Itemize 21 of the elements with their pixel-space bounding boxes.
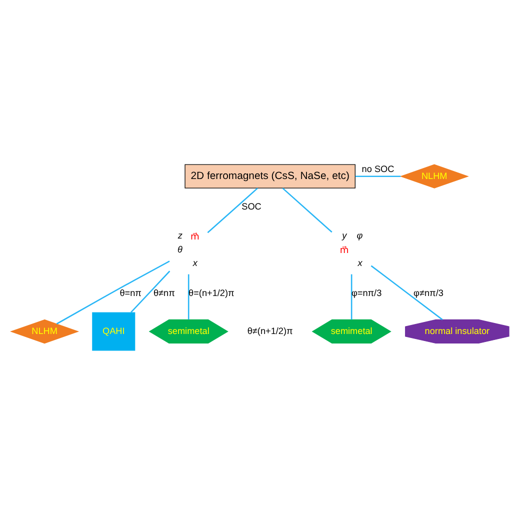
connector: [350, 274, 352, 320]
edge-label: no SOC: [362, 164, 394, 174]
connector: [207, 188, 258, 234]
connector: [370, 265, 443, 320]
edge-label: SOC: [242, 202, 262, 212]
connector: [188, 274, 190, 320]
node-diamond: NLHM: [10, 319, 80, 344]
connector: [56, 260, 170, 324]
connector: [282, 188, 332, 233]
edge-label: φ≠nπ/3: [414, 288, 444, 298]
label: θ≠(n+1/2)π: [247, 326, 293, 336]
edge-label: θ≠nπ: [153, 288, 175, 298]
node-box: 2D ferromagnets (CsS, NaSe, etc): [184, 164, 356, 188]
edge-label: θ=(n+1/2)π: [188, 288, 234, 298]
node-text: z m⃗ θ x: [178, 230, 200, 268]
node-text: y φ m⃗ x: [340, 230, 363, 268]
node-diamond: NLHM: [400, 164, 469, 188]
node-box: QAHI: [92, 312, 136, 351]
connector: [130, 270, 170, 313]
connector: [355, 176, 401, 177]
edge-label: θ=nπ: [120, 288, 142, 298]
